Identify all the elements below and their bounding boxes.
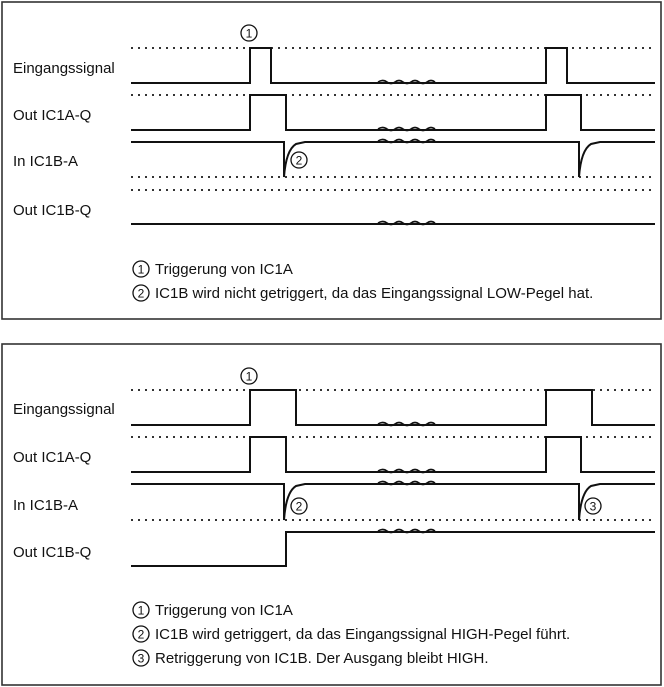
panel-frame xyxy=(1,343,662,686)
legend-item: 3 Retriggerung von IC1B. Der Ausgang ble… xyxy=(132,649,489,667)
time-break-mark xyxy=(377,126,436,132)
waveform-eingangssignal xyxy=(131,389,655,426)
label-in-ic1b-a: In IC1B-A xyxy=(13,153,78,170)
marker-3: 3 xyxy=(584,497,602,515)
waveform-out-ic1a-q xyxy=(131,94,655,131)
svg-text:1: 1 xyxy=(138,263,145,277)
waveform-out-ic1b-q xyxy=(131,531,655,567)
svg-text:2: 2 xyxy=(296,500,303,514)
time-break-mark xyxy=(377,468,436,474)
svg-text:1: 1 xyxy=(246,370,253,384)
svg-text:2: 2 xyxy=(138,628,145,642)
label-in-ic1b-a: In IC1B-A xyxy=(13,497,78,514)
marker-2: 2 xyxy=(290,151,308,169)
legend-text: Triggerung von IC1A xyxy=(155,602,293,619)
label-eingangssignal: Eingangssignal xyxy=(13,401,115,418)
time-break-mark xyxy=(377,79,436,85)
time-break-mark xyxy=(377,138,436,144)
svg-text:3: 3 xyxy=(590,500,597,514)
legend-item: 1 Triggerung von IC1A xyxy=(132,260,293,278)
legend-text: Triggerung von IC1A xyxy=(155,261,293,278)
legend-text: IC1B wird nicht getriggert, da das Einga… xyxy=(155,285,593,302)
waveform-in-ic1b-a xyxy=(131,483,655,521)
svg-text:2: 2 xyxy=(296,154,303,168)
time-break-mark xyxy=(377,480,436,486)
panel-no-trigger: Eingangssignal Out IC1A-Q In IC1B-A Out … xyxy=(1,1,662,320)
legend-item: 2 IC1B wird nicht getriggert, da das Ein… xyxy=(132,284,593,302)
legend-text: IC1B wird getriggert, da das Eingangssig… xyxy=(155,626,570,643)
label-eingangssignal: Eingangssignal xyxy=(13,60,115,77)
legend-item: 1 Triggerung von IC1A xyxy=(132,601,293,619)
panel-trigger: Eingangssignal Out IC1A-Q In IC1B-A Out … xyxy=(1,343,662,686)
marker-1: 1 xyxy=(240,367,258,385)
waveform-in-ic1b-a xyxy=(131,141,655,178)
svg-text:1: 1 xyxy=(138,604,145,618)
label-out-ic1b-q: Out IC1B-Q xyxy=(13,544,91,561)
label-out-ic1b-q: Out IC1B-Q xyxy=(13,202,91,219)
marker-1: 1 xyxy=(240,24,258,42)
svg-text:3: 3 xyxy=(138,652,145,666)
svg-text:1: 1 xyxy=(246,27,253,41)
waveform-eingangssignal xyxy=(131,47,655,84)
label-out-ic1a-q: Out IC1A-Q xyxy=(13,107,91,124)
time-break-mark xyxy=(377,421,436,427)
time-break-mark xyxy=(377,220,436,226)
label-out-ic1a-q: Out IC1A-Q xyxy=(13,449,91,466)
time-break-mark xyxy=(377,528,436,534)
marker-2: 2 xyxy=(290,497,308,515)
panel-frame xyxy=(1,1,662,320)
legend-text: Retriggerung von IC1B. Der Ausgang bleib… xyxy=(155,650,489,667)
waveform-out-ic1a-q xyxy=(131,436,655,473)
legend-item: 2 IC1B wird getriggert, da das Eingangss… xyxy=(132,625,570,643)
svg-text:2: 2 xyxy=(138,287,145,301)
